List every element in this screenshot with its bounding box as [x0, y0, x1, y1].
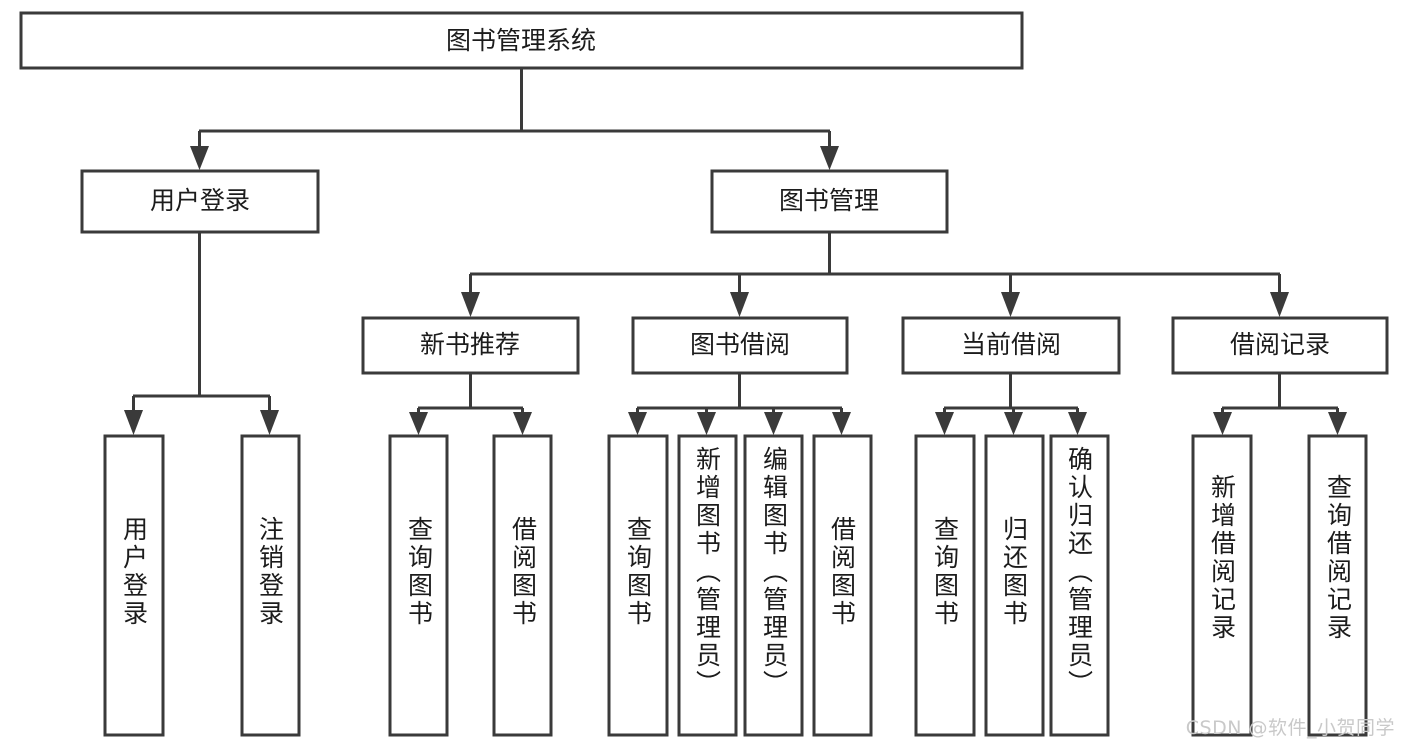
node-leaf-borrow-book-1-box[interactable]	[492, 434, 553, 737]
node-user-login[interactable]: 用户登录	[80, 169, 320, 234]
node-book-management[interactable]: 图书管理	[710, 169, 949, 234]
arrow-to-user-login	[190, 146, 209, 170]
node-current-borrow-label: 当前借阅	[961, 330, 1061, 359]
arrow-leaf-query-book-1	[409, 412, 428, 435]
node-book-borrow-label: 图书借阅	[690, 330, 790, 359]
arrow-leaf-borrow-book-2	[832, 412, 851, 435]
arrow-to-borrow-record	[1270, 292, 1289, 317]
arrow-leaf-return-book	[1004, 412, 1023, 435]
node-leaf-logout-login-box[interactable]	[240, 434, 301, 737]
edge-group-user-login	[124, 232, 279, 435]
leaf-boxes	[103, 434, 1368, 737]
node-leaf-query-book-2-box[interactable]	[607, 434, 669, 737]
csdn-watermark: CSDN @软件_小贺同学	[1185, 717, 1395, 739]
edge-group-current-borrow	[935, 373, 1087, 435]
arrow-to-book-borrow	[730, 292, 749, 317]
node-leaf-add-record-box[interactable]	[1191, 434, 1253, 737]
edge-group-root	[190, 68, 839, 170]
node-leaf-query-book-1-box[interactable]	[388, 434, 449, 737]
node-borrow-record[interactable]: 借阅记录	[1171, 316, 1389, 375]
arrow-leaf-user-login	[124, 410, 143, 435]
arrow-leaf-borrow-book-1	[513, 412, 532, 435]
arrow-leaf-confirm-return	[1068, 412, 1087, 435]
arrow-leaf-query-record	[1328, 412, 1347, 435]
node-user-login-box[interactable]	[80, 169, 320, 234]
node-borrow-record-box[interactable]	[1171, 316, 1389, 375]
arrow-to-current-borrow	[1001, 292, 1020, 317]
node-user-login-label: 用户登录	[150, 186, 250, 215]
node-new-book-recommend-label: 新书推荐	[420, 330, 520, 359]
arrow-leaf-add-book	[697, 412, 716, 435]
node-leaf-query-book-3-box[interactable]	[914, 434, 976, 737]
arrow-leaf-add-record	[1213, 412, 1232, 435]
edge-group-book-management	[461, 232, 1289, 317]
node-leaf-return-book-box[interactable]	[984, 434, 1045, 737]
arrow-leaf-edit-book	[764, 412, 783, 435]
node-root[interactable]: 图书管理系统	[19, 11, 1024, 70]
edge-group-new-book-recommend	[409, 373, 532, 435]
arrow-leaf-logout-login	[260, 410, 279, 435]
node-root-box[interactable]	[19, 11, 1024, 70]
node-leaf-user-login-box[interactable]	[103, 434, 165, 737]
node-book-management-label: 图书管理	[779, 186, 879, 215]
node-leaf-confirm-return-box[interactable]	[1049, 434, 1110, 737]
node-book-borrow[interactable]: 图书借阅	[631, 316, 849, 375]
node-borrow-record-label: 借阅记录	[1230, 330, 1330, 359]
node-leaf-query-record-box[interactable]	[1307, 434, 1368, 737]
edge-group-borrow-record	[1213, 373, 1347, 435]
node-book-borrow-box[interactable]	[631, 316, 849, 375]
arrow-to-new-book-recommend	[461, 292, 480, 317]
edge-group-book-borrow	[628, 373, 851, 435]
node-current-borrow[interactable]: 当前借阅	[901, 316, 1121, 375]
node-leaf-borrow-book-2-box[interactable]	[812, 434, 873, 737]
node-new-book-recommend[interactable]: 新书推荐	[361, 316, 580, 375]
node-leaf-edit-book-box[interactable]	[743, 434, 804, 737]
node-book-management-box[interactable]	[710, 169, 949, 234]
node-root-label: 图书管理系统	[446, 26, 596, 55]
node-current-borrow-box[interactable]	[901, 316, 1121, 375]
node-leaf-add-book-box[interactable]	[677, 434, 738, 737]
node-new-book-recommend-box[interactable]	[361, 316, 580, 375]
arrow-leaf-query-book-3	[935, 412, 954, 435]
arrow-to-book-management	[820, 146, 839, 170]
arrow-leaf-query-book-2	[628, 412, 647, 435]
